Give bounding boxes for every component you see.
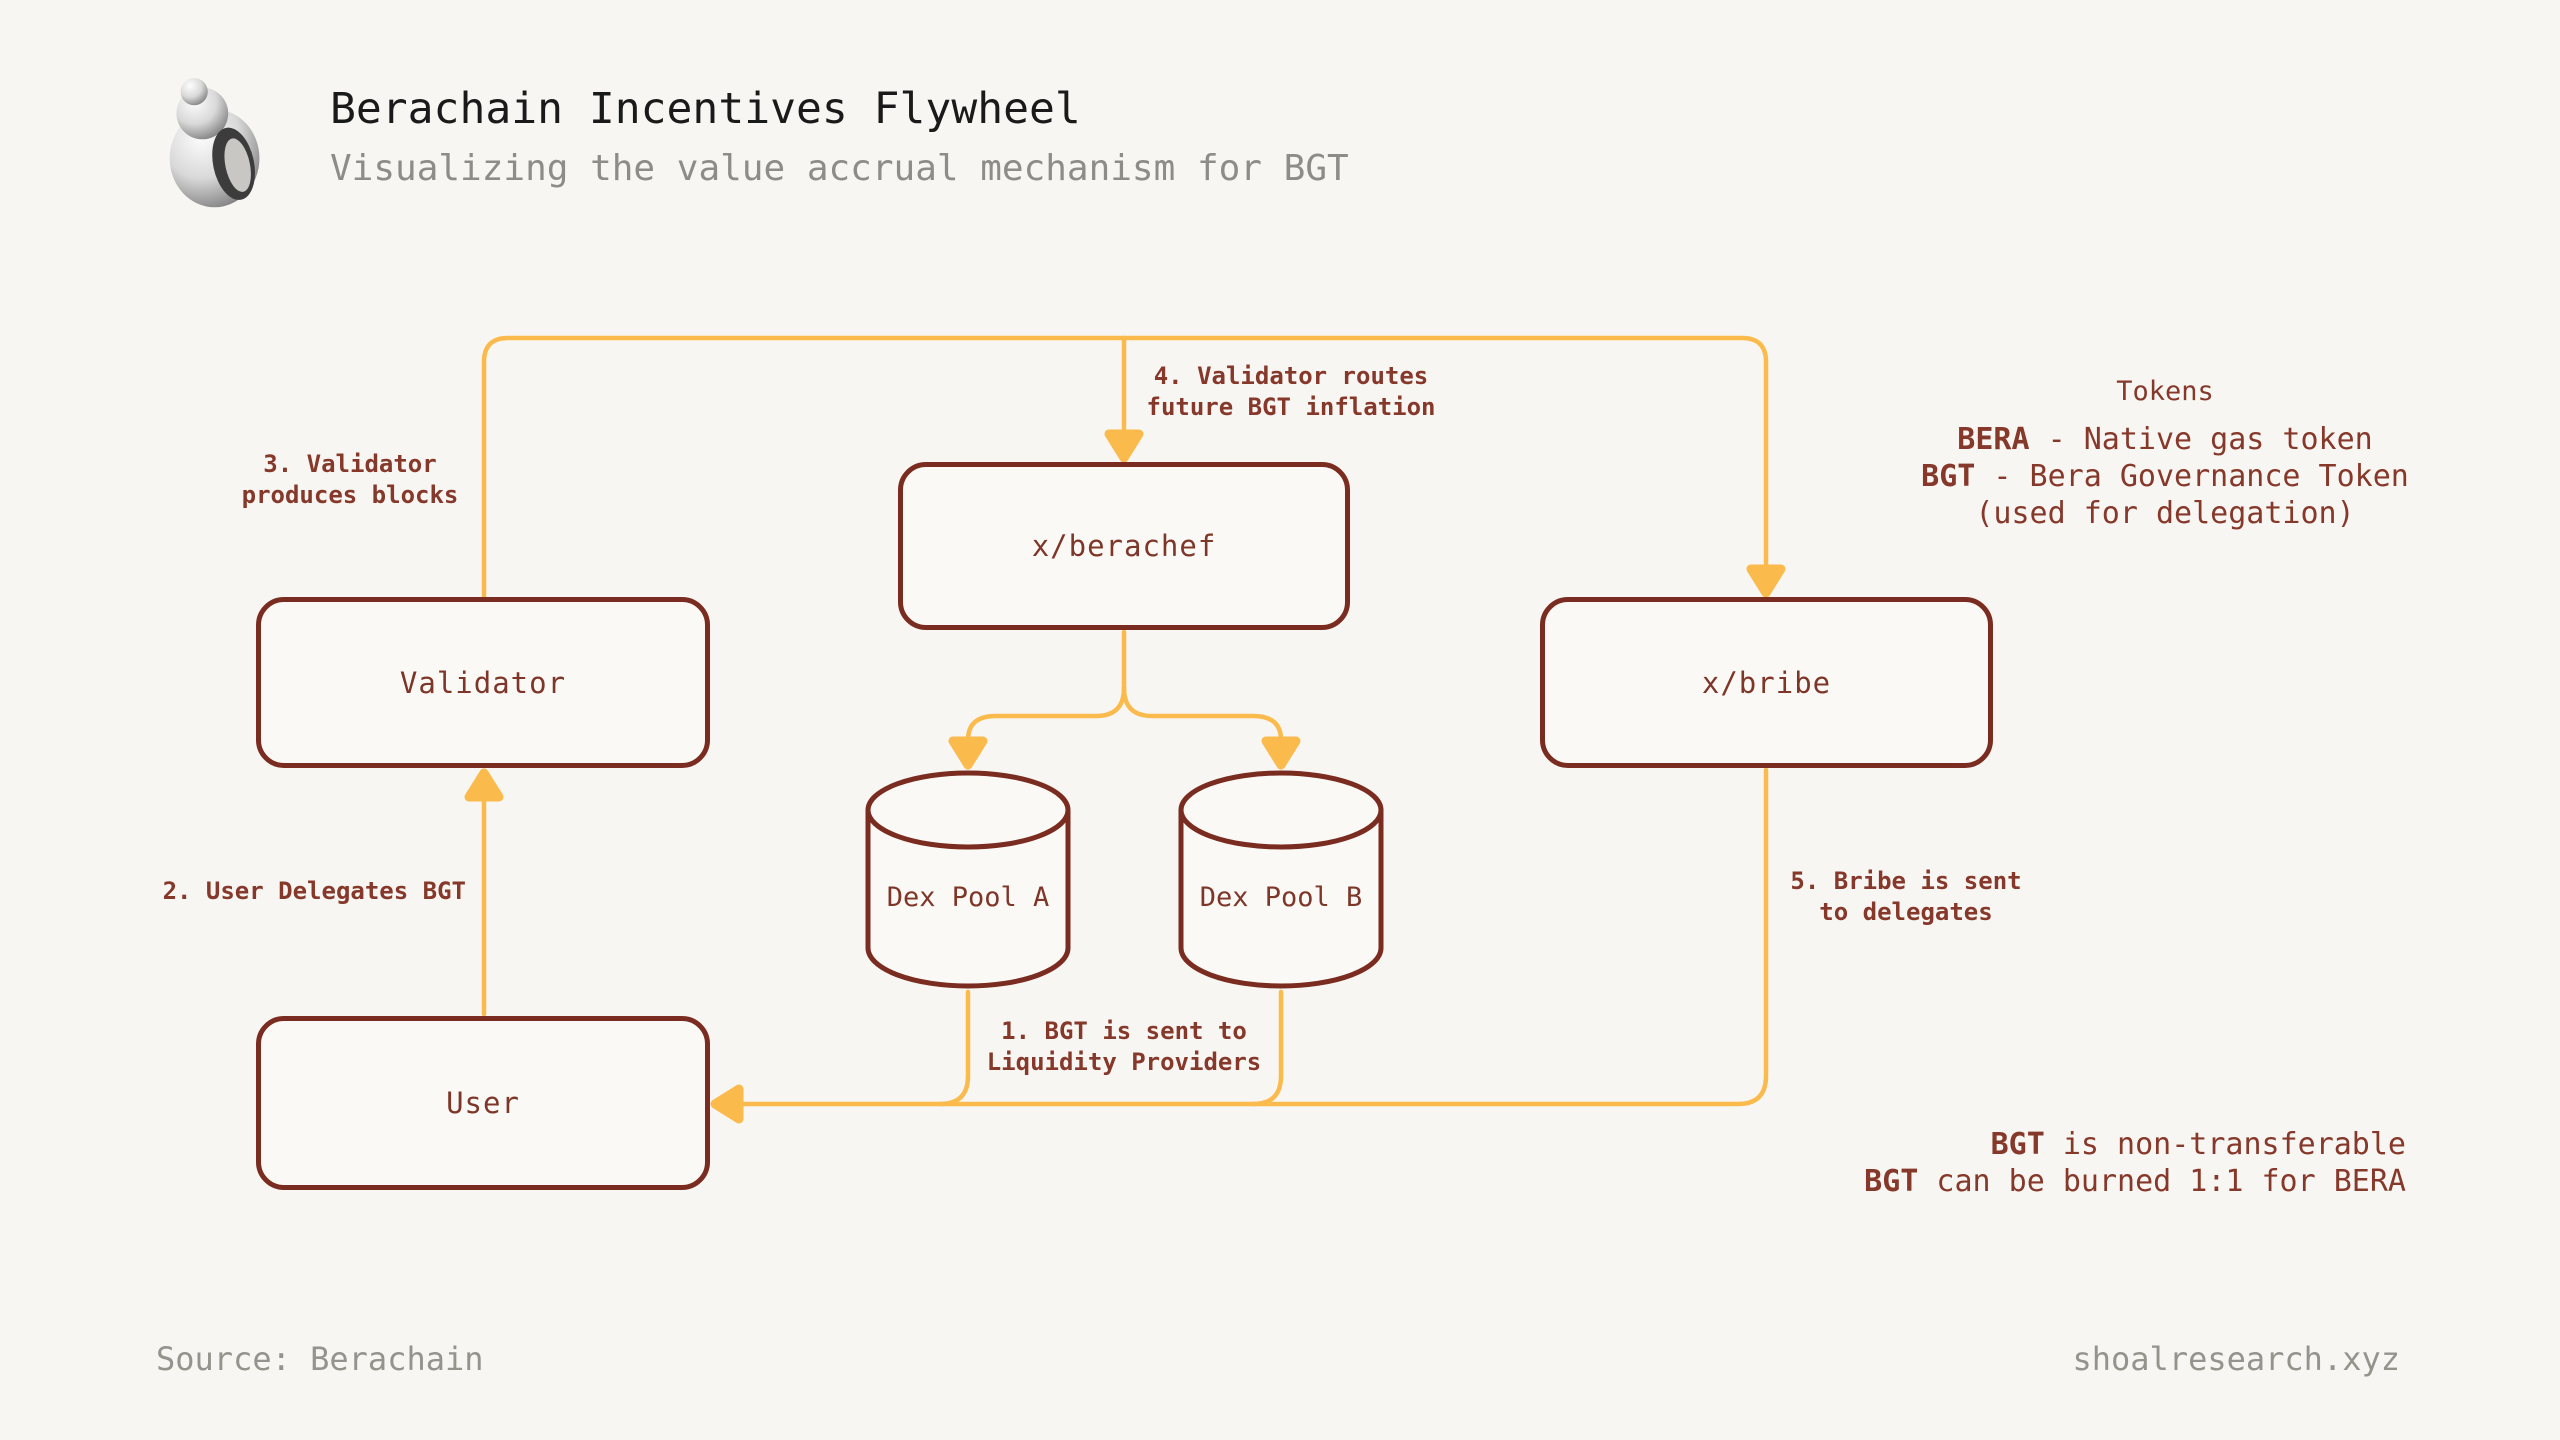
legend-rest-bera: - Native gas token	[2029, 422, 2373, 457]
note-rest-2: can be burned 1:1 for BERA	[1918, 1164, 2406, 1199]
legend-term-bera: BERA	[1957, 422, 2030, 457]
legend-term-bgt: BGT	[1921, 459, 1976, 494]
node-berachef-label: x/berachef	[1031, 529, 1217, 563]
note-term-2: BGT	[1864, 1164, 1919, 1199]
node-user-label: User	[446, 1086, 520, 1120]
note-term-1: BGT	[1990, 1127, 2045, 1162]
page-subtitle: Visualizing the value accrual mechanism …	[330, 148, 1349, 189]
arrowhead-into-berachef	[1104, 429, 1144, 463]
step-label-1: 1. BGT is sent to Liquidity Providers	[986, 1017, 1262, 1076]
footer-site: shoalresearch.xyz	[2072, 1340, 2400, 1378]
edge-bribe-to-user	[737, 767, 1769, 1107]
cylinder-shape-a	[865, 770, 1071, 989]
cylinder-top-a	[865, 770, 1071, 850]
footer-source: Source: Berachain	[156, 1340, 484, 1378]
node-validator: Validator	[256, 597, 710, 768]
arrowhead-into-bribe	[1746, 564, 1786, 598]
note-burn-ratio: BGT can be burned 1:1 for BERA	[1700, 1163, 2406, 1200]
node-dex-pool-a-label: Dex Pool A	[886, 882, 1050, 913]
arrowhead-into-pool-a	[948, 736, 988, 770]
shell-aperture-inner	[224, 138, 251, 192]
step-label-5: 5. Bribe is sent to delegates	[1790, 867, 2022, 926]
arrowhead-into-validator	[464, 768, 504, 802]
edge-berachef-to-pool-a	[965, 685, 1127, 743]
edges	[481, 335, 1769, 1107]
cylinder-body-a	[865, 810, 1071, 989]
bgt-notes: BGT is non-transferable BGT can be burne…	[1700, 1126, 2406, 1200]
edge-berachef-to-pool-b	[1121, 685, 1284, 743]
node-bribe-label: x/bribe	[1701, 665, 1832, 700]
node-dex-pool-a: Dex Pool A	[865, 770, 1071, 991]
step-label-4: 4. Validator routes future BGT inflation	[1146, 362, 1436, 421]
note-non-transferable: BGT is non-transferable	[1700, 1126, 2406, 1163]
legend-rest-delegation: (used for delegation)	[1975, 496, 2355, 531]
node-berachef: x/berachef	[898, 462, 1350, 630]
step-label-3: 3. Validator produces blocks	[241, 450, 459, 509]
edge-pool-a-to-user	[937, 989, 971, 1107]
node-dex-pool-b-label: Dex Pool B	[1199, 882, 1363, 913]
node-dex-pool-b: Dex Pool B	[1178, 770, 1384, 991]
edge-pool-b-to-user	[1250, 989, 1284, 1107]
node-validator-label: Validator	[399, 665, 567, 700]
shell-tip	[180, 78, 208, 106]
arrowheads	[464, 429, 1786, 1124]
arrowhead-into-pool-b	[1261, 736, 1301, 770]
cylinder-shape-b	[1178, 770, 1384, 989]
legend-item-bera: BERA - Native gas token	[1900, 421, 2430, 458]
tokens-legend: Tokens BERA - Native gas token BGT - Ber…	[1900, 376, 2430, 532]
shell-logo	[169, 78, 260, 208]
page-title: Berachain Incentives Flywheel	[330, 84, 1081, 134]
note-rest-1: is non-transferable	[2044, 1127, 2406, 1162]
cylinder-top-b	[1178, 770, 1384, 850]
node-user: User	[256, 1016, 710, 1190]
arrowhead-into-user	[710, 1084, 744, 1124]
node-bribe: x/bribe	[1540, 597, 1993, 768]
cylinder-body-b	[1178, 810, 1384, 989]
legend-rest-bgt: - Bera Governance Token	[1975, 459, 2409, 494]
step-label-2: 2. User Delegates BGT	[162, 877, 466, 905]
legend-item-delegation-note: (used for delegation)	[1900, 495, 2430, 532]
legend-item-bgt: BGT - Bera Governance Token	[1900, 458, 2430, 495]
tokens-legend-title: Tokens	[2116, 376, 2214, 407]
